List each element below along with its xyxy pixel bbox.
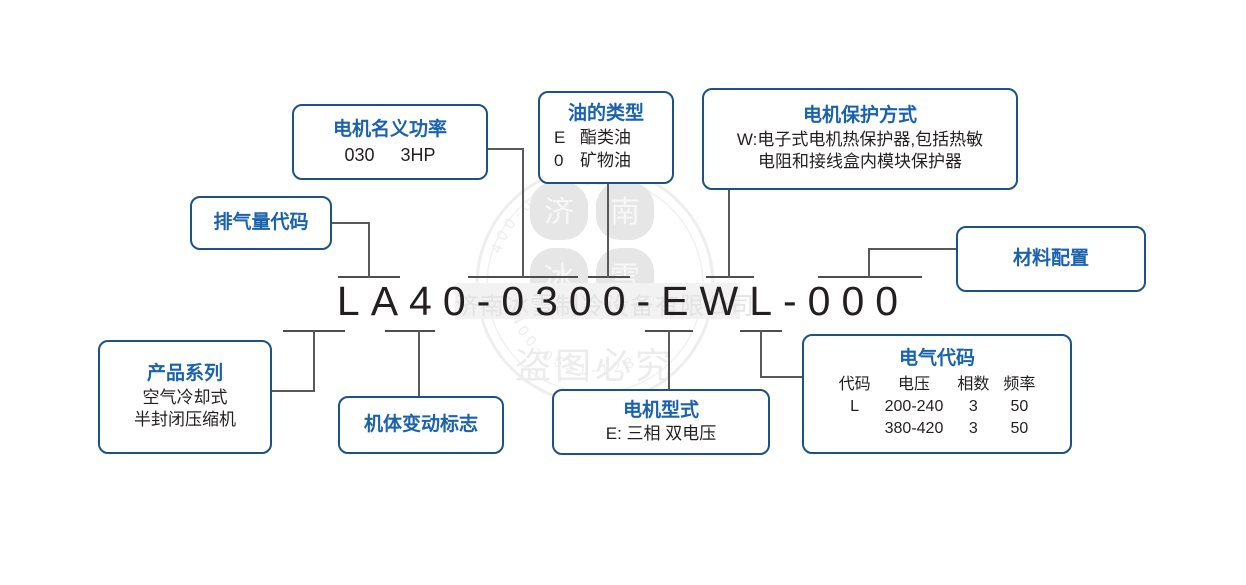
box-motor-power-title: 电机名义功率 <box>332 119 447 141</box>
oil-type-row-1: E 酯类油 <box>548 127 631 150</box>
box-material-config[interactable]: 材料配置 <box>956 226 1146 292</box>
box-body-change-title: 机体变动标志 <box>363 413 478 435</box>
box-product-series[interactable]: 产品系列 空气冷却式 半封闭压缩机 <box>98 340 272 454</box>
electric-code-r2c0 <box>832 418 878 440</box>
connector-bodychange-v <box>418 330 420 396</box>
connector-displacement-v <box>368 222 370 278</box>
box-oil-type-title: 油的类型 <box>567 103 644 125</box>
box-motor-power-code: 030 <box>344 144 375 165</box>
oil-type-name-1: 酯类油 <box>580 127 631 147</box>
box-motor-protection-line-2: 电阻和接线盒内模块保护器 <box>758 152 962 172</box>
electric-code-header-0: 代码 <box>838 375 871 393</box>
electric-code-header-row: 代码 电压 相数 频率 <box>832 374 1043 396</box>
box-oil-type[interactable]: 油的类型 E 酯类油 0 矿物油 <box>538 91 674 184</box>
oil-type-row-2: 0 矿物油 <box>548 150 631 173</box>
svg-text:400-0531-128: 400-0531-128 <box>488 172 626 256</box>
box-product-series-line-2: 半封闭压缩机 <box>134 410 236 430</box>
box-electric-code-title: 电气代码 <box>898 348 975 370</box>
electric-code-r2c2: 3 <box>968 420 978 438</box>
oil-type-code-2: 0 <box>554 150 564 170</box>
electric-code-header-2: 相数 <box>957 375 990 393</box>
connector-displacement-h <box>330 222 370 224</box>
electric-code-table: 代码 电压 相数 频率 L 200-240 3 50 380-420 3 50 <box>832 374 1043 441</box>
connector-material-v <box>868 248 870 278</box>
connector-motortype-v <box>668 330 670 394</box>
connector-protection-v <box>728 190 730 278</box>
connector-electric-h <box>760 376 804 378</box>
oil-type-code-1: E <box>554 127 566 147</box>
box-displacement-code[interactable]: 排气量代码 <box>190 196 332 250</box>
watermark-arc-top: 400-0531-128 <box>488 172 621 256</box>
tick-underline-top-protection <box>706 276 754 278</box>
watermark-logo-char-2: 南 <box>610 196 640 229</box>
oil-type-name-2: 矿物油 <box>580 150 631 170</box>
watermark-stamp-text: 盗图必究 <box>515 346 675 386</box>
box-motor-protection-title: 电机保护方式 <box>802 105 917 127</box>
electric-code-r1c2: 3 <box>968 397 978 415</box>
tick-underline-top-material <box>818 276 922 278</box>
box-motor-type-line-1: E: 三相 双电压 <box>605 423 717 443</box>
box-electric-code[interactable]: 电气代码 代码 电压 相数 频率 L 200-240 3 50 380-420 … <box>802 334 1072 454</box>
box-motor-protection-line-1: W:电子式电机热保护器,包括热敏 <box>736 129 984 149</box>
connector-power-h <box>482 148 524 150</box>
connector-series-v <box>313 330 315 392</box>
tick-underline-bottom-bodychange <box>385 330 435 332</box>
watermark-logo-char-1: 济 <box>544 196 574 229</box>
electric-code-row-1: L 200-240 3 50 <box>832 396 1043 418</box>
box-motor-power[interactable]: 电机名义功率 030 3HP <box>292 104 488 180</box>
box-material-config-title: 材料配置 <box>1012 247 1089 269</box>
electric-code-r1c0: L <box>850 397 860 415</box>
connector-power-v <box>522 148 524 278</box>
electric-code-r1c3: 50 <box>1010 397 1029 415</box>
electric-code-r1c1: 200-240 <box>884 397 944 415</box>
box-product-series-title: 产品系列 <box>146 363 223 385</box>
electric-code-row-2: 380-420 3 50 <box>832 418 1043 440</box>
electric-code-header-3: 频率 <box>1003 375 1036 393</box>
electric-code-r2c3: 50 <box>1010 420 1029 438</box>
connector-material-h <box>868 248 958 250</box>
electric-code-header-1: 电压 <box>897 375 930 393</box>
connector-oil-v <box>607 184 609 278</box>
box-motor-power-value: 3HP <box>400 144 436 165</box>
box-body-change[interactable]: 机体变动标志 <box>338 396 504 454</box>
box-motor-type-title: 电机型式 <box>622 399 699 421</box>
connector-electric-v <box>760 330 762 378</box>
box-product-series-line-1: 空气冷却式 <box>142 387 228 407</box>
box-motor-protection[interactable]: 电机保护方式 W:电子式电机热保护器,包括热敏 电阻和接线盒内模块保护器 <box>702 88 1018 190</box>
box-displacement-code-title: 排气量代码 <box>213 211 309 233</box>
electric-code-r2c1: 380-420 <box>884 420 944 438</box>
connector-series-h <box>268 390 314 392</box>
box-motor-type[interactable]: 电机型式 E: 三相 双电压 <box>552 389 770 455</box>
